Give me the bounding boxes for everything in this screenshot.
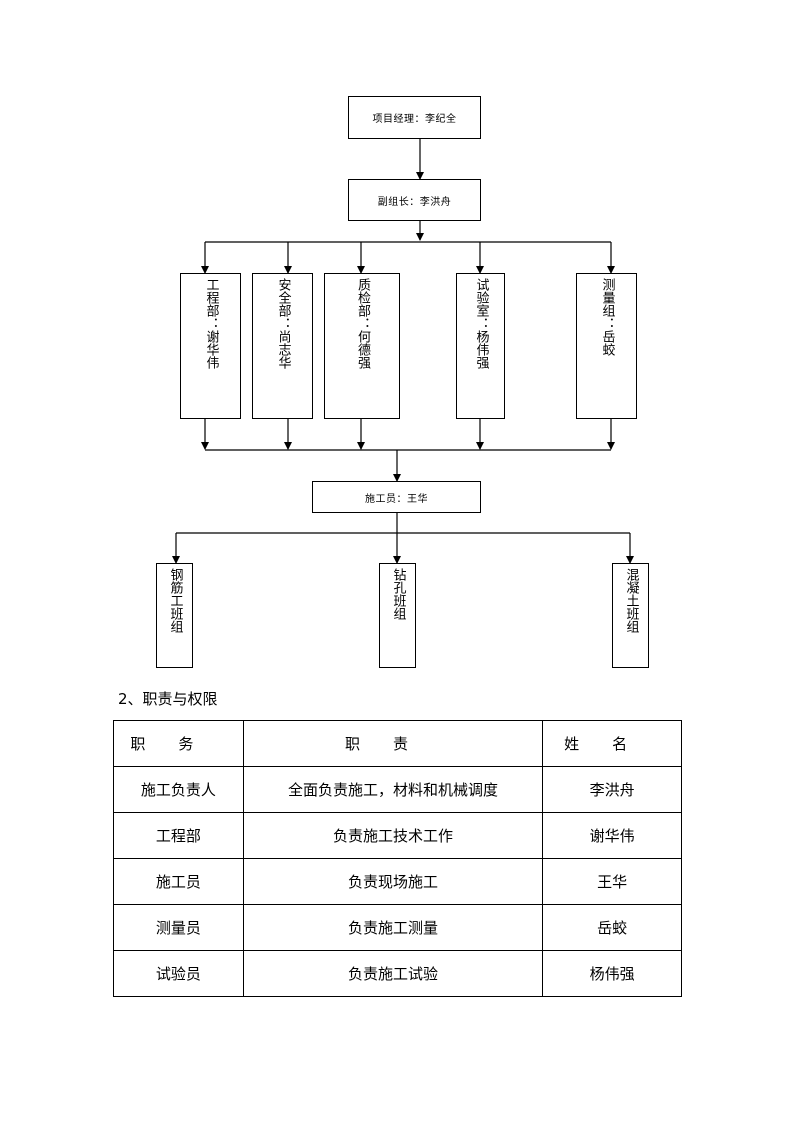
table-row: 施工员 负责现场施工 王华: [113, 858, 682, 905]
dept-label-quality: 质检部：何德强: [355, 278, 370, 369]
table-row: 工程部 负责施工技术工作 谢华伟: [113, 812, 682, 859]
team-box-rebar: 钢筋工班组: [156, 563, 193, 668]
header-cell-name: 姓名: [542, 720, 682, 767]
dept-box-lab: 试验室：杨伟强: [456, 273, 505, 419]
table-cell: 王华: [542, 858, 682, 905]
table-cell: 李洪舟: [542, 766, 682, 813]
header-cell-duties: 职责: [242, 720, 544, 767]
table-cell: 岳蛟: [542, 904, 682, 951]
project-manager-box: 项目经理：李纪全: [348, 96, 481, 139]
team-box-concrete: 混凝土班组: [612, 563, 649, 668]
table-row: 试验员 负责施工试验 杨伟强: [113, 950, 682, 997]
table-cell: 施工员: [113, 858, 244, 905]
team-label-rebar: 钢筋工班组: [167, 568, 183, 633]
table-cell: 负责施工试验: [242, 950, 544, 997]
supervisor-box: 施工员：王华: [312, 481, 481, 513]
dept-box-quality: 质检部：何德强: [324, 273, 400, 419]
table-row: 测量员 负责施工测量 岳蛟: [113, 904, 682, 951]
header-cell-position: 职务: [113, 720, 244, 767]
dept-label-survey: 测量组：岳蛟: [599, 278, 615, 356]
supervisor-label: 施工员：王华: [365, 493, 428, 505]
table-cell: 负责施工技术工作: [242, 812, 544, 859]
dept-label-safety: 安全部：尚志华: [275, 278, 291, 369]
dept-box-engineering: 工程部：谢华伟: [180, 273, 241, 419]
table-cell: 杨伟强: [542, 950, 682, 997]
deputy-leader-label: 副组长：李洪舟: [377, 196, 452, 208]
section-heading: 2、职责与权限: [118, 690, 218, 708]
table-cell: 测量员: [113, 904, 244, 951]
project-manager-label: 项目经理：李纪全: [372, 114, 457, 125]
team-label-drilling: 钻孔班组: [390, 568, 406, 620]
table-cell: 工程部: [113, 812, 244, 859]
table-row: 施工负责人 全面负责施工，材料和机械调度 李洪舟: [113, 766, 682, 813]
dept-box-survey: 测量组：岳蛟: [576, 273, 637, 419]
duty-table: 职务 职责 姓名 施工负责人 全面负责施工，材料和机械调度 李洪舟 工程部 负责…: [113, 720, 682, 997]
dept-label-lab: 试验室：杨伟强: [473, 278, 489, 369]
table-cell: 全面负责施工，材料和机械调度: [242, 766, 544, 813]
dept-box-safety: 安全部：尚志华: [252, 273, 313, 419]
team-label-concrete: 混凝土班组: [623, 568, 639, 633]
dept-label-engineering: 工程部：谢华伟: [203, 278, 219, 369]
table-cell: 负责现场施工: [242, 858, 544, 905]
table-cell: 试验员: [113, 950, 244, 997]
table-cell: 谢华伟: [542, 812, 682, 859]
table-header-row: 职务 职责 姓名: [113, 720, 682, 767]
table-cell: 负责施工测量: [242, 904, 544, 951]
table-cell: 施工负责人: [113, 766, 244, 813]
team-box-drilling: 钻孔班组: [379, 563, 416, 668]
deputy-leader-box: 副组长：李洪舟: [348, 179, 481, 221]
